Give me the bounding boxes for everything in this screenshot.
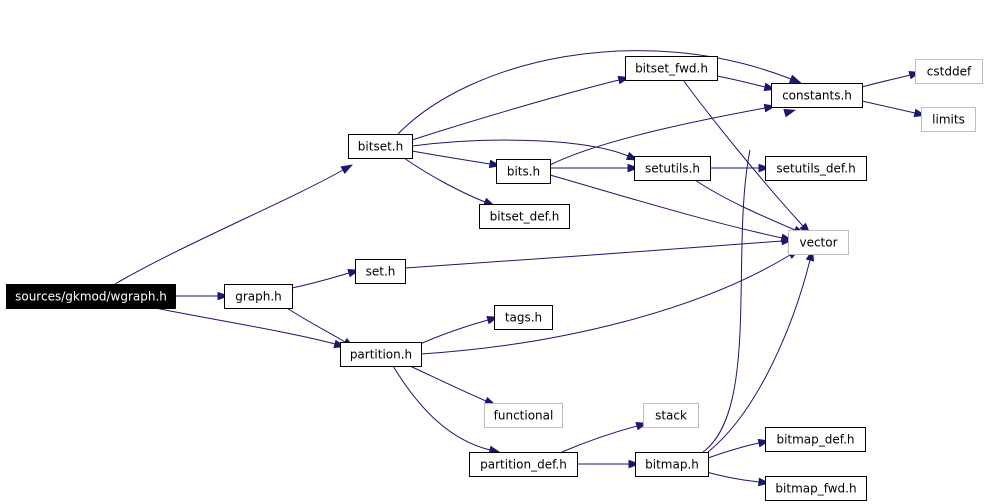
edge-bitmap-to-bitmap_def — [707, 438, 771, 459]
node-bitset-fwd[interactable]: bitset_fwd.h — [625, 56, 718, 81]
node-constants[interactable]: constants.h — [771, 83, 863, 108]
edge-bitset_fwd-to-constants — [716, 75, 777, 92]
node-limits[interactable]: limits — [921, 107, 976, 132]
node-box — [771, 83, 863, 108]
node-box — [765, 156, 867, 181]
node-label: set.h — [366, 265, 396, 279]
edge-bitset-to-bitset_fwd — [411, 75, 631, 141]
node-bits[interactable]: bits.h — [496, 159, 551, 184]
node-bitset[interactable]: bitset.h — [348, 134, 413, 159]
edge-setutils-to-setutils_def — [710, 163, 771, 173]
edge-wgraph-to-bitset — [114, 164, 353, 285]
node-box — [765, 427, 866, 452]
edge-constants-to-limits — [861, 100, 927, 118]
edge-bits-to-setutils — [550, 163, 640, 173]
node-bitmap[interactable]: bitmap.h — [635, 452, 709, 477]
node-box — [634, 156, 711, 181]
edge-bitset-to-constants — [397, 50, 802, 135]
node-bitset-def[interactable]: bitset_def.h — [479, 204, 570, 229]
node-box — [479, 204, 570, 229]
node-setutils-def[interactable]: setutils_def.h — [765, 156, 867, 181]
node-box — [348, 134, 413, 159]
node-label: constants.h — [782, 89, 852, 103]
node-set[interactable]: set.h — [355, 259, 406, 284]
node-layer: sources/gkmod/wgraph.h graph.h bitset.h set… — [6, 56, 983, 501]
node-label: partition_def.h — [480, 458, 567, 472]
node-label: functional — [494, 409, 554, 423]
node-box — [469, 452, 578, 477]
node-label: bitset_fwd.h — [635, 62, 708, 76]
edge-constants-to-cstddef — [861, 70, 922, 88]
node-stack[interactable]: stack — [643, 403, 699, 428]
edge-bitmap-to-bitmap_fwd — [702, 470, 771, 487]
edge-partition-to-functional — [409, 365, 497, 406]
node-box — [355, 259, 406, 284]
node-bitmap-fwd[interactable]: bitmap_fwd.h — [765, 476, 867, 501]
node-label: graph.h — [235, 290, 282, 304]
edge-bitset-to-bits — [411, 150, 502, 169]
node-label: bitmap_fwd.h — [775, 482, 856, 496]
edge-wgraph-to-partition — [154, 307, 347, 349]
node-box — [765, 476, 867, 501]
node-box — [496, 159, 551, 184]
edge-set-to-vector — [404, 236, 794, 269]
edge-setutils-to-vector — [694, 179, 806, 235]
node-box — [643, 403, 699, 428]
node-bitmap-def[interactable]: bitmap_def.h — [765, 427, 866, 452]
edge-partition_def-to-stack — [561, 421, 649, 453]
node-label: setutils.h — [645, 162, 700, 176]
node-label: bitmap.h — [645, 458, 699, 472]
node-label: bits.h — [507, 165, 540, 179]
node-cstddef[interactable]: cstddef — [915, 59, 983, 84]
node-label: bitset_def.h — [490, 210, 560, 224]
edge-graph-to-set — [291, 268, 361, 289]
node-partition[interactable]: partition.h — [340, 342, 422, 367]
node-label: bitmap_def.h — [776, 433, 854, 447]
node-box — [6, 284, 176, 309]
node-label: tags.h — [505, 311, 542, 325]
node-label: vector — [799, 236, 837, 250]
node-label: cstddef — [927, 65, 972, 79]
node-box — [635, 452, 709, 477]
node-box — [484, 403, 563, 428]
node-label: stack — [655, 409, 687, 423]
edge-graph-to-partition — [286, 307, 355, 348]
edge-partition-to-tags — [419, 315, 500, 345]
edge-partition_def-to-bitmap — [576, 459, 641, 469]
node-box — [494, 305, 553, 330]
node-graph[interactable]: graph.h — [224, 284, 293, 309]
edge-bitmap-to-constants — [702, 108, 797, 453]
edge-bitset-to-bitset_def — [403, 157, 496, 207]
node-box — [625, 56, 718, 81]
node-label: sources/gkmod/wgraph.h — [15, 290, 167, 304]
edge-bitmap-to-vector — [707, 248, 815, 453]
node-label: partition.h — [350, 348, 412, 362]
node-tags[interactable]: tags.h — [494, 305, 553, 330]
node-wgraph[interactable]: sources/gkmod/wgraph.h — [6, 284, 176, 309]
edge-partition-to-partition_def — [392, 365, 502, 455]
node-box — [224, 284, 293, 309]
node-box — [788, 230, 849, 255]
edge-bits-to-constants — [549, 103, 777, 166]
edge-bits-to-vector — [549, 174, 794, 243]
node-box — [915, 59, 983, 84]
node-label: setutils_def.h — [776, 162, 855, 176]
node-partition-def[interactable]: partition_def.h — [469, 452, 578, 477]
node-label: bitset.h — [358, 140, 403, 154]
node-vector[interactable]: vector — [788, 230, 849, 255]
node-label: limits — [932, 113, 965, 127]
node-setutils[interactable]: setutils.h — [634, 156, 711, 181]
node-box — [921, 107, 976, 132]
node-box — [340, 342, 422, 367]
node-functional[interactable]: functional — [484, 403, 563, 428]
edge-wgraph-to-graph — [175, 291, 230, 301]
